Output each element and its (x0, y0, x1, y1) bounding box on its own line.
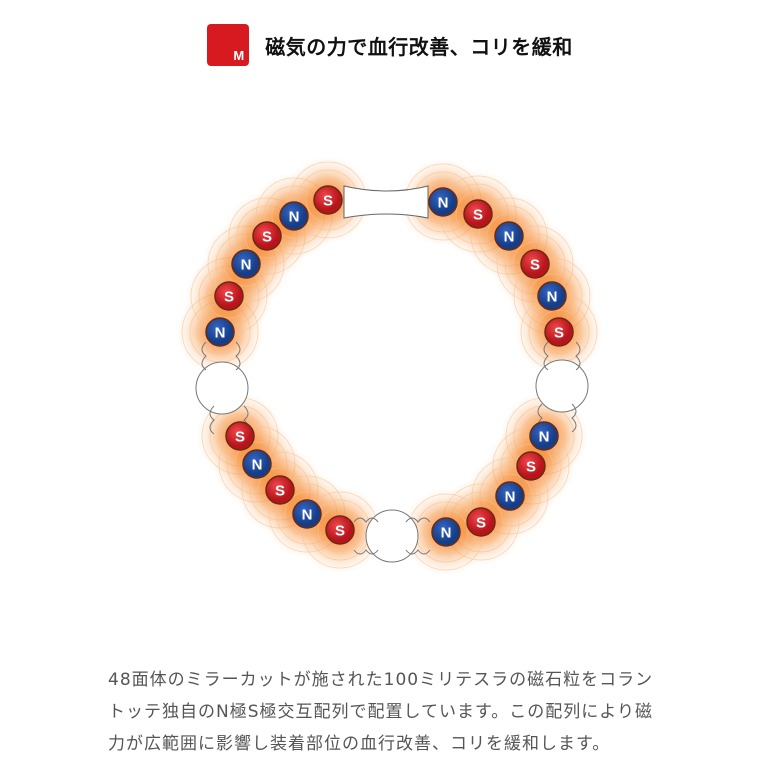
ring-link-right (535, 359, 589, 413)
south-pole-magnet (325, 515, 355, 545)
magnet-pole-label: S (235, 429, 245, 446)
magnet-pole-label: N (289, 209, 300, 226)
magnet-pole-label: N (505, 489, 516, 506)
north-pole-magnet (231, 249, 261, 279)
south-pole-magnet (544, 317, 574, 347)
ring-link-bottom (365, 509, 419, 563)
magnet-pole-label: N (302, 507, 313, 524)
magnet-pole-label: S (554, 325, 564, 342)
field-ring (423, 509, 469, 555)
magnet-pole-label: S (530, 257, 540, 274)
north-pole-magnet (529, 421, 559, 451)
south-pole-magnet (313, 185, 343, 215)
north-pole-magnet (495, 481, 525, 511)
south-pole-magnet (265, 475, 295, 505)
page-title: 磁気の力で血行改善、コリを緩和 (265, 34, 573, 59)
magnet-pole-label: N (441, 525, 452, 542)
magnet-pole-label: S (262, 229, 272, 246)
magnet-pole-label: N (438, 195, 449, 212)
magnet-pole-label: S (323, 193, 333, 210)
south-pole-magnet (252, 221, 282, 251)
south-pole-magnet (520, 249, 550, 279)
north-pole-magnet (205, 317, 235, 347)
magnet-pole-label: S (526, 459, 536, 476)
chain-link-right-upper-b (575, 341, 581, 371)
brand-logo-letter: M (233, 48, 245, 63)
chain-link-bottom-right-b (405, 549, 431, 555)
chain-link-left-upper-b (235, 341, 241, 371)
magnet-pole-label: N (504, 229, 515, 246)
magnet-pole-label: N (547, 289, 558, 306)
south-pole-magnet (214, 281, 244, 311)
brand-logo: M (207, 24, 250, 66)
clasp-link-top (343, 185, 429, 219)
field-ring (536, 309, 582, 355)
north-pole-magnet (279, 201, 309, 231)
magnet-pole-label: N (252, 457, 263, 474)
magnet-pole-label: S (335, 523, 345, 540)
description: 48面体のミラーカットが施された100ミリテスラの磁石粒をコラン トッテ独自のN… (108, 664, 708, 760)
chain-link-left-lower (209, 405, 215, 435)
chain-link-right-lower-b (571, 403, 577, 433)
chain-link-right-upper (543, 341, 549, 371)
magnet-pole-label: S (473, 207, 483, 224)
magnet-pole-label: N (215, 325, 226, 342)
north-pole-magnet (494, 221, 524, 251)
chain-link-left-upper (201, 341, 207, 371)
north-pole-magnet (537, 281, 567, 311)
south-pole-magnet (516, 451, 546, 481)
magnet-pole-label: S (224, 289, 234, 306)
magnet-pole-label: N (539, 429, 550, 446)
north-pole-magnet (292, 499, 322, 529)
chain-link-bottom-left-b (353, 549, 379, 555)
ring-link-left (195, 361, 249, 415)
north-pole-magnet (428, 187, 458, 217)
south-pole-magnet (463, 199, 493, 229)
description-line-2: トッテ独自のN極S極交互配列で配置しています。この配列により磁 (108, 702, 653, 722)
chain-link-bottom-right (405, 517, 431, 523)
bracelet-links (195, 185, 589, 563)
magnet-pole-label: N (241, 257, 252, 274)
magnet-pole-label: S (275, 483, 285, 500)
magnet-pole-label: S (476, 515, 486, 532)
south-pole-magnet (225, 421, 255, 451)
description-line-1: 48面体のミラーカットが施された100ミリテスラの磁石粒をコラン (108, 670, 654, 690)
south-pole-magnet (466, 507, 496, 537)
field-ring (317, 507, 363, 553)
header: M 磁気の力で血行改善、コリを緩和 (0, 22, 780, 68)
chain-link-bottom-left (353, 517, 379, 523)
description-line-3: 力が広範囲に影響し装着部位の血行改善、コリを緩和します。 (108, 734, 611, 754)
north-pole-magnet (431, 517, 461, 547)
north-pole-magnet (242, 449, 272, 479)
